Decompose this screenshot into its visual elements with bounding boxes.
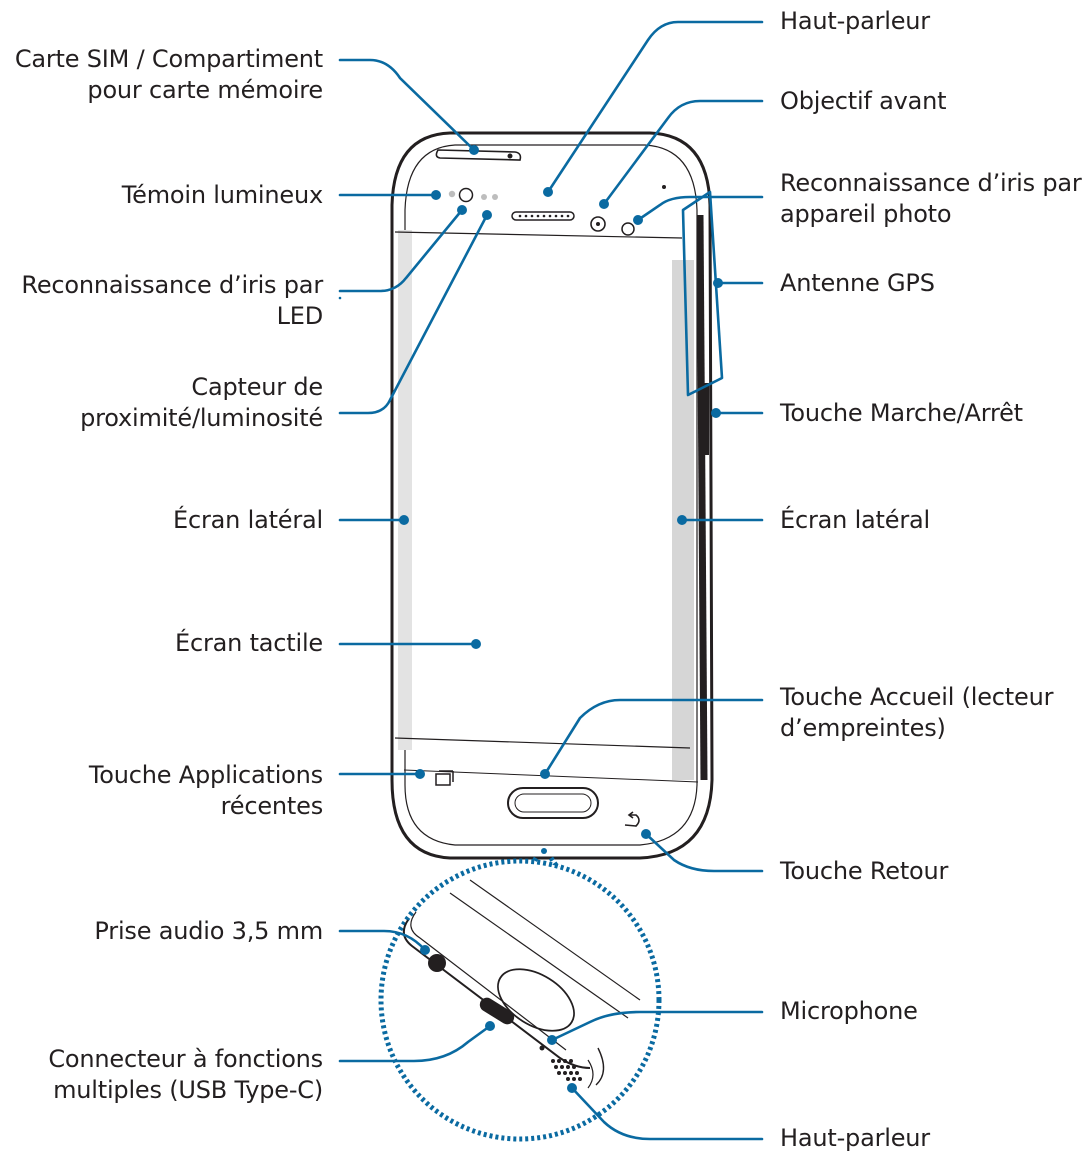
label-back-key: Touche Retour	[780, 857, 949, 885]
leader-proximity-2	[338, 213, 489, 415]
label-proximity-sensor: Capteur de proximité/luminosité	[80, 373, 323, 432]
label-recent-apps-key: Touche Applications récentes	[88, 761, 323, 820]
leader-back	[644, 832, 764, 873]
leader-earpiece	[546, 20, 764, 194]
label-home-key: Touche Accueil (lecteur d’empreintes)	[780, 683, 1054, 742]
label-microphone: Microphone	[780, 997, 918, 1025]
label-indicator: Témoin lumineux	[121, 181, 323, 209]
power-key	[703, 383, 709, 455]
leader-front-camera	[602, 99, 764, 206]
leader-sim-tray	[338, 58, 476, 152]
label-sim-tray: Carte SIM / Compartiment pour carte mémo…	[14, 45, 323, 104]
label-iris-led: Reconnaissance d’iris par LED	[21, 271, 323, 330]
recent-apps-icon	[435, 770, 454, 786]
label-audio-jack: Prise audio 3,5 mm	[94, 917, 323, 945]
phone-front-view	[390, 131, 714, 860]
zoom-circle	[378, 858, 662, 1142]
leader-microphone	[550, 1010, 764, 1042]
bottom-port-dot	[541, 848, 547, 854]
phone-body	[390, 131, 714, 860]
proximity-sensor-dot-2	[492, 194, 498, 200]
sim-tray-slot	[435, 149, 522, 161]
back-arrow-icon	[624, 811, 640, 827]
callout-leaders	[338, 20, 764, 1141]
leader-usb	[338, 1024, 492, 1063]
closeup-audio-jack	[428, 954, 446, 972]
indicator-light	[448, 190, 456, 198]
left-edge-shading	[398, 230, 412, 750]
closeup-speaker-holes	[551, 1059, 582, 1081]
proximity-sensor-dot-1	[481, 194, 487, 200]
top-right-sensor	[662, 185, 666, 189]
iris-led	[458, 187, 474, 203]
bottom-closeup	[378, 856, 662, 1142]
closeup-usb-port	[479, 997, 515, 1025]
leader-audio-jack	[338, 929, 427, 952]
leader-loudspeaker	[570, 1086, 764, 1141]
callout-dots	[399, 145, 723, 1093]
phone-inner-outline	[404, 144, 698, 846]
label-iris-camera: Reconnaissance d’iris par appareil photo	[780, 169, 1082, 228]
earpiece-holes	[518, 214, 570, 218]
label-gps-antenna: Antenne GPS	[780, 269, 935, 297]
home-key-icon	[507, 787, 599, 819]
label-touchscreen: Écran tactile	[175, 629, 323, 657]
closeup-microphone-hole	[539, 1045, 545, 1051]
leader-iris-camera	[636, 195, 764, 222]
front-camera-center	[596, 222, 600, 226]
sim-eject-hole	[507, 153, 513, 159]
home-key-inner	[514, 793, 592, 813]
label-edge-screen-right: Écran latéral	[780, 506, 930, 534]
iris-camera-lens	[621, 222, 635, 236]
label-usb-connector: Connecteur à fonctions multiples (USB Ty…	[48, 1045, 323, 1104]
leader-home-key	[543, 698, 764, 776]
label-earpiece: Haut-parleur	[780, 7, 930, 35]
screen-bottom-edge	[394, 737, 691, 749]
label-front-camera: Objectif avant	[780, 87, 947, 115]
label-loudspeaker: Haut-parleur	[780, 1124, 930, 1152]
phone-side-frame	[696, 214, 708, 781]
label-edge-screen-left: Écran latéral	[173, 506, 323, 534]
label-power-key: Touche Marche/Arrêt	[780, 399, 1023, 427]
leader-iris-led	[338, 208, 464, 293]
